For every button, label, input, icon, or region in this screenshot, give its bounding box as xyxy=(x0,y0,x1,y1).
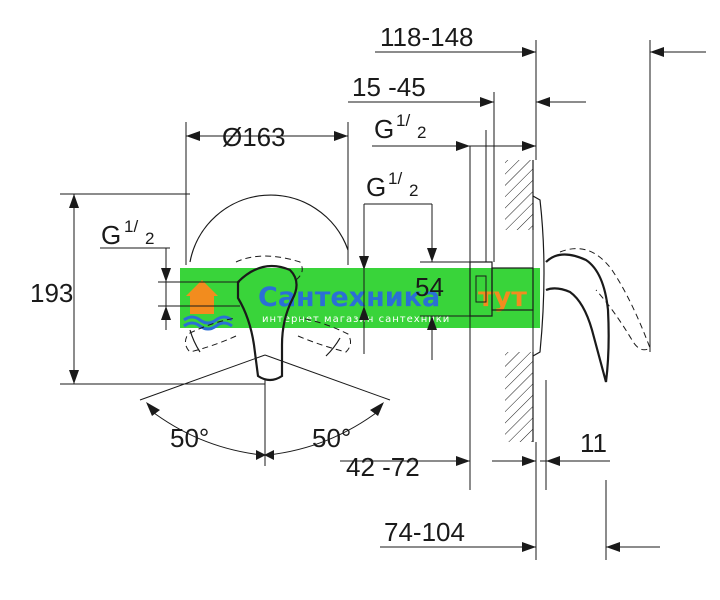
angle-arc-left xyxy=(149,409,263,456)
side-view xyxy=(469,160,651,442)
depth-overall-dimension: 74-104 xyxy=(380,480,660,560)
plate-thickness-dimension: 11 xyxy=(535,380,610,490)
wall-hatch-lower xyxy=(505,352,533,442)
watermark-title-suffix: тут xyxy=(478,282,527,313)
plate-thickness-label: 11 xyxy=(580,428,607,458)
depth-total-dimension: 118-148 xyxy=(375,22,706,352)
height-label: 193 xyxy=(30,278,73,308)
inlet-spacing-dimension: 54 xyxy=(415,204,470,360)
wall-plate-outline xyxy=(189,194,349,263)
wall-hatch-upper xyxy=(505,160,533,230)
lever-rotated-left xyxy=(184,317,237,353)
watermark-title: Сантехника xyxy=(258,282,440,313)
lever-handle xyxy=(236,264,298,382)
watermark-subtitle: интернет магазин сантехники xyxy=(262,314,450,325)
front-view: 50° 50° xyxy=(139,194,391,466)
thread-top-dimension: G 1/ 2 xyxy=(372,111,536,262)
svg-text:1/: 1/ xyxy=(388,169,402,188)
depth-install-label: 42 -72 xyxy=(346,452,420,482)
thread-top-g: G xyxy=(374,114,394,144)
angle-right-label: 50° xyxy=(312,423,351,453)
depth-overall-label: 74-104 xyxy=(384,517,465,547)
depth-body-label: 15 -45 xyxy=(352,72,426,102)
thread-left-dimension: G 1/ 2 xyxy=(100,217,240,330)
svg-text:1/: 1/ xyxy=(124,217,138,236)
svg-text:2: 2 xyxy=(145,229,154,248)
svg-text:2: 2 xyxy=(417,123,426,142)
angle-line-left xyxy=(139,354,266,401)
side-lever xyxy=(545,253,610,383)
angle-line-right xyxy=(264,354,391,401)
lever-rotated-right xyxy=(297,317,352,353)
side-wall-plate xyxy=(532,195,545,357)
thread-mid-g: G xyxy=(366,172,386,202)
diameter-dimension: Ø163 xyxy=(185,122,349,265)
svg-text:2: 2 xyxy=(409,181,418,200)
thread-mid-dimension: G 1/ 2 xyxy=(359,169,432,354)
side-lever-raised xyxy=(559,248,651,351)
depth-install-dimension: 42 -72 xyxy=(340,316,536,490)
plate-diameter-label: Ø163 xyxy=(222,122,286,152)
inlet-spacing-label: 54 xyxy=(415,272,444,302)
angle-left-label: 50° xyxy=(170,423,209,453)
angle-arc-right xyxy=(267,409,381,456)
watermark-logo-icon xyxy=(183,280,233,331)
svg-text:1/: 1/ xyxy=(396,111,410,130)
thread-left-g: G xyxy=(101,220,121,250)
depth-total-label: 118-148 xyxy=(380,22,474,52)
height-dimension: 193 xyxy=(30,193,265,385)
depth-body-dimension: 15 -45 xyxy=(348,72,586,262)
